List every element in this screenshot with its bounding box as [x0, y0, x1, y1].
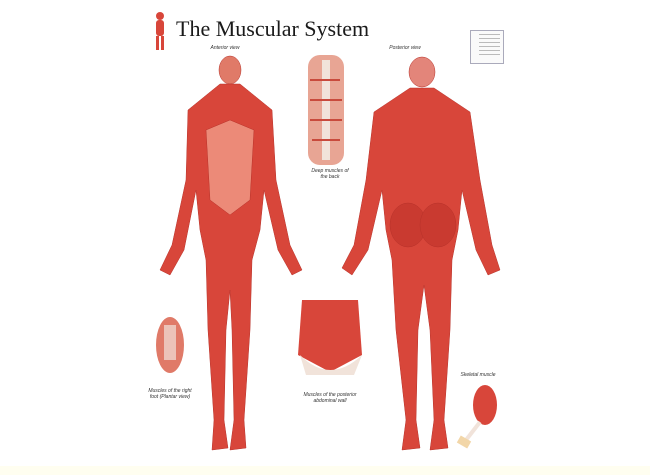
- footer-band: [0, 466, 650, 475]
- caption-posterior-view: Posterior view: [389, 45, 421, 51]
- poster-title: The Muscular System: [176, 16, 370, 41]
- skeletal-muscle-illustration: [456, 385, 497, 449]
- caption-abdominal-wall: Muscles of the posterior abdominal wall: [303, 392, 357, 404]
- deep-back-illustration: [308, 55, 344, 165]
- anterior-figure: [159, 55, 303, 451]
- caption-right-foot: Muscles of the right foot (Plantar view): [148, 388, 192, 400]
- legend-key: [470, 30, 504, 64]
- mini-figure-icon: [156, 12, 164, 50]
- right-foot-illustration: [156, 317, 184, 373]
- caption-skeletal-muscle: Skeletal muscle: [460, 372, 496, 378]
- caption-anterior-view: Anterior view: [210, 45, 240, 51]
- caption-deep-back: Deep muscles of the back: [311, 168, 349, 180]
- posterior-figure: [341, 56, 501, 451]
- muscular-system-poster: The Muscular System Anterior view Poster…: [140, 0, 515, 475]
- abdominal-wall-illustration: [298, 300, 362, 375]
- anatomy-illustrations: [156, 12, 501, 451]
